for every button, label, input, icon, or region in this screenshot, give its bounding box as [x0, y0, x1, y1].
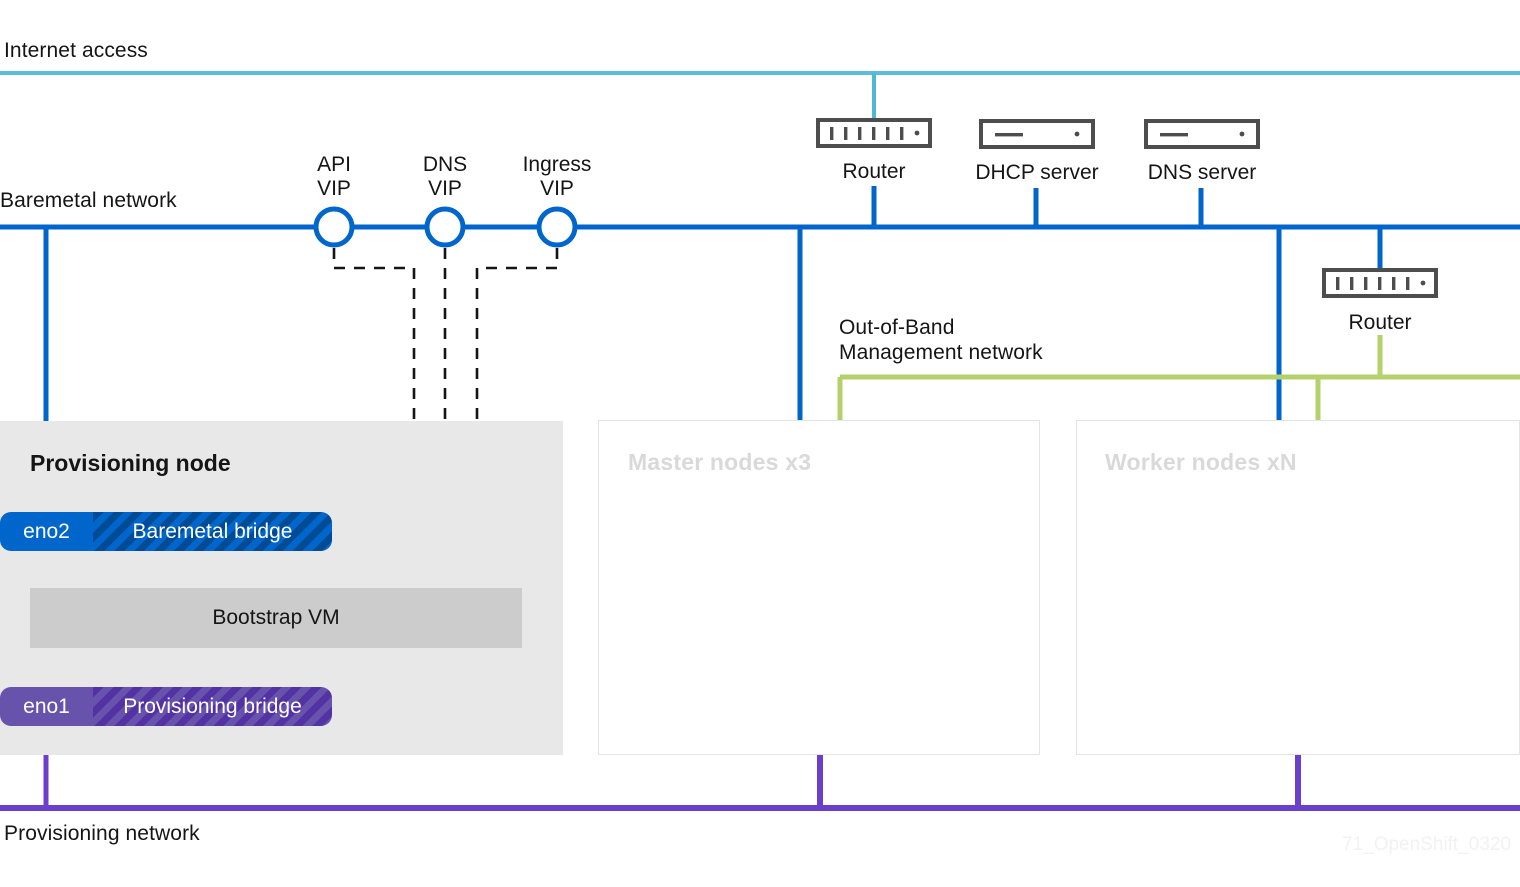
- provisioning-bridge[interactable]: eno1 Provisioning bridge: [0, 687, 332, 726]
- router-oob-icon: [1322, 268, 1438, 298]
- dns-server-icon: [1144, 119, 1260, 149]
- baremetal-bridge-label: Baremetal bridge: [132, 519, 293, 543]
- watermark-label: 71_OpenShift_0320: [1342, 834, 1512, 855]
- provisioning-bridge-nic-segment: eno1: [0, 687, 93, 726]
- dns-vip-label-line1: DNS: [422, 153, 468, 176]
- ingress-vip-label-line2: VIP: [540, 177, 574, 201]
- worker-nodes-label: Worker nodes xN: [1105, 449, 1297, 475]
- provisioning-bridge-hatch-segment: Provisioning bridge: [93, 687, 332, 726]
- baremetal-bridge[interactable]: eno2 Baremetal bridge: [0, 512, 332, 551]
- provisioning-node-title: Provisioning node: [30, 450, 231, 476]
- provisioning-bridge-nic-label: eno1: [23, 694, 70, 718]
- oob-network-label-line1: Out-of-Band: [839, 316, 955, 339]
- baremetal-bridge-nic-segment: eno2: [0, 512, 93, 551]
- dns-vip-label: DNS VIP: [395, 153, 495, 201]
- api-vip-dashed-path: [332, 248, 426, 560]
- master-nodes-box[interactable]: [598, 420, 1040, 755]
- ingress-vip-label: Ingress VIP: [502, 153, 612, 201]
- ingress-vip-label-line1: Ingress: [522, 153, 592, 176]
- baremetal-bridge-hatch-segment: Baremetal bridge: [93, 512, 332, 551]
- router-oob-label: Router: [1348, 311, 1412, 334]
- worker-nodes-box[interactable]: [1076, 420, 1520, 755]
- bootstrap-vm-label: Bootstrap VM: [212, 606, 340, 629]
- master-nodes-label: Master nodes x3: [628, 449, 812, 475]
- internet-access-label: Internet access: [4, 39, 148, 62]
- router-internet-label: Router: [842, 160, 906, 183]
- api-vip-label-line2: VIP: [317, 177, 351, 201]
- baremetal-bridge-nic-label: eno2: [23, 519, 70, 543]
- ingress-vip-node[interactable]: [536, 206, 578, 248]
- oob-network-label-line2: Management network: [839, 340, 1043, 364]
- dns-vip-node[interactable]: [424, 206, 466, 248]
- oob-network-label: Out-of-Band Management network: [839, 316, 1043, 366]
- baremetal-network-label: Baremetal network: [0, 189, 177, 212]
- provisioning-bridge-label: Provisioning bridge: [123, 694, 302, 718]
- dns-server-label: DNS server: [1147, 161, 1257, 184]
- dns-vip-label-line2: VIP: [428, 177, 462, 201]
- api-vip-label-line1: API: [317, 153, 351, 176]
- bootstrap-vm-box: [30, 588, 522, 648]
- provisioning-network-label: Provisioning network: [4, 822, 200, 845]
- dhcp-server-label: DHCP server: [975, 161, 1099, 184]
- ingress-vip-dashed-path: [475, 248, 559, 560]
- dhcp-server-icon: [979, 119, 1095, 149]
- router-internet-icon: [816, 118, 932, 148]
- api-vip-node[interactable]: [313, 206, 355, 248]
- api-vip-label: API VIP: [284, 153, 384, 201]
